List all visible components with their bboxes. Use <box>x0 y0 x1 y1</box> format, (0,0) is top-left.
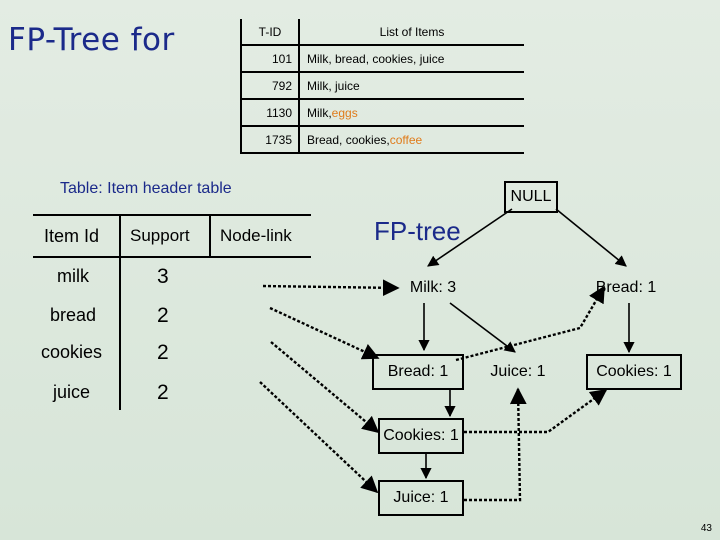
col-item-id: Item Id <box>44 226 100 246</box>
page-number: 43 <box>700 523 712 534</box>
transaction-table-header: T-ID List of Items <box>242 19 524 44</box>
edge-milk-juice <box>449 302 516 353</box>
item-cell: bread <box>50 305 97 325</box>
col-support: Support <box>130 226 190 245</box>
tid-cell: 792 <box>271 78 292 93</box>
node-link-milk <box>262 279 400 297</box>
node-juice-under-milk: Juice: 1 <box>490 363 546 380</box>
node-bread-under-milk: Bread: 1 <box>372 354 464 390</box>
items-text: Milk, bread, cookies, juice <box>307 51 445 66</box>
node-link-juice-next <box>464 387 527 502</box>
node-link-cookies-next <box>464 389 608 434</box>
support-cell: 3 <box>157 265 169 288</box>
tree-edges <box>418 208 635 480</box>
node-link-juice <box>259 381 379 494</box>
items-text: Milk, juice <box>307 78 360 93</box>
header-table-divider <box>209 214 211 256</box>
transaction-table: T-ID List of Items 101 Milk, bread, cook… <box>240 19 524 154</box>
items-cell: Milk, juice <box>298 73 524 98</box>
node-cookies-under-bread: Cookies: 1 <box>586 354 682 390</box>
node-bread-root: Bread: 1 <box>595 279 657 296</box>
support-cell: 2 <box>157 304 169 327</box>
header-table-caption: Table: Item header table <box>60 180 232 197</box>
support-cell: 2 <box>157 341 169 364</box>
col-node-link: Node-link <box>220 226 292 245</box>
items-text: Milk, <box>307 105 332 120</box>
transaction-row: 792 Milk, juice <box>242 71 524 98</box>
item-cell: milk <box>57 266 89 286</box>
node-null: NULL <box>504 181 558 213</box>
highlighted-item: eggs <box>331 105 358 120</box>
tid-cell: 1735 <box>265 132 292 147</box>
node-links <box>259 279 608 502</box>
node-link-bread-next <box>455 285 606 362</box>
edge-null-milk <box>427 208 513 267</box>
header-table-header-band <box>33 214 311 258</box>
item-cell: cookies <box>41 342 103 362</box>
header-table-divider <box>119 214 121 410</box>
items-cell: Bread, cookies, coffee <box>298 127 524 152</box>
node-milk: Milk: 3 <box>409 279 457 296</box>
items-cell: Milk, eggs <box>298 100 524 125</box>
items-text: Bread, cookies, <box>307 132 390 147</box>
highlighted-item: coffee <box>389 132 423 147</box>
node-cookies-under-bread-milk: Cookies: 1 <box>378 418 464 454</box>
transaction-row: 101 Milk, bread, cookies, juice <box>242 44 524 71</box>
node-link-bread <box>269 306 380 360</box>
item-cell: juice <box>53 382 91 402</box>
tid-cell: 101 <box>271 51 292 66</box>
slide-title: FP-Tree for <box>8 22 175 58</box>
tid-header: T-ID <box>258 24 282 39</box>
transaction-row: 1130 Milk, eggs <box>242 98 524 125</box>
tid-cell: 1130 <box>266 105 292 120</box>
node-juice-under-cookies: Juice: 1 <box>378 480 464 516</box>
edge-null-bread <box>555 208 627 267</box>
items-cell: Milk, bread, cookies, juice <box>298 46 524 71</box>
items-header: List of Items <box>298 19 524 44</box>
support-cell: 2 <box>157 381 169 404</box>
node-link-cookies <box>270 341 380 434</box>
fp-tree-label: FP-tree <box>374 216 461 246</box>
transaction-row: 1735 Bread, cookies, coffee <box>242 125 524 152</box>
